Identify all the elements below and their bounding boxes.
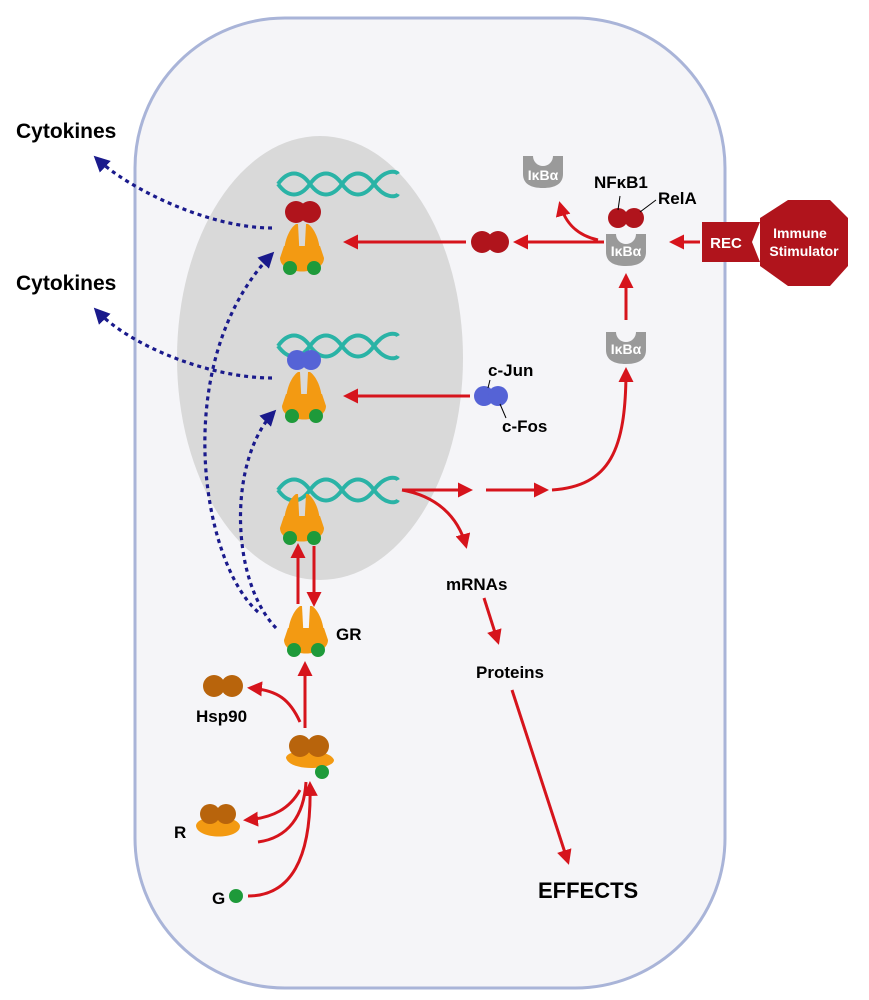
proteins-label: Proteins <box>476 663 544 682</box>
svg-text:IκBα: IκBα <box>528 167 559 183</box>
ap1-c-jun-c-fos <box>474 386 508 406</box>
mrna-arrow <box>401 488 471 549</box>
g-label: G <box>212 889 225 908</box>
gr-to-ap1-transrepression-arrow <box>238 409 278 630</box>
effects-arrow <box>510 689 572 865</box>
rela-label: RelA <box>658 189 697 208</box>
free-nfkb <box>471 231 509 253</box>
hsp90-label: Hsp90 <box>196 707 247 726</box>
gr-nfkb-complex <box>280 201 324 275</box>
gr-ap1-complex <box>282 350 326 423</box>
gr-label: GR <box>336 625 362 644</box>
svg-text:REC: REC <box>710 235 742 252</box>
hsp90-release-arrow <box>247 681 302 723</box>
ligand-binding-arrow <box>247 781 318 898</box>
gr-to-nfkb-transrepression-arrow <box>203 251 275 614</box>
nfkb1-label: NFκB1 <box>594 173 648 192</box>
r-receptor-complex <box>196 804 240 837</box>
receptor-rec: REC <box>702 222 760 262</box>
cytokines-top-label: Cytokines <box>16 120 116 143</box>
cytokines-mid-label: Cytokines <box>16 272 116 295</box>
free-hsp90 <box>203 675 243 697</box>
mrnas-label: mRNAs <box>446 575 507 594</box>
svg-text:IκBα: IκBα <box>611 243 642 259</box>
effects-label: EFFECTS <box>538 878 638 903</box>
svg-text:Stimulator: Stimulator <box>769 243 839 259</box>
r-association-arrow <box>243 789 302 827</box>
c-fos-label: c-Fos <box>502 417 547 436</box>
hsp90-receptor-complex <box>286 735 334 779</box>
svg-text:Immune: Immune <box>773 225 827 241</box>
ikba-release-arrow <box>555 201 599 242</box>
svg-text:IκBα: IκBα <box>611 341 642 357</box>
nfkb-ikba-complex: IκBα <box>606 208 646 266</box>
r-label: R <box>174 823 186 842</box>
free-ikba-lower: IκBα <box>606 332 646 364</box>
free-ligand-g <box>229 889 243 903</box>
immune-stimulator: Immune Stimulator <box>760 200 848 286</box>
protein-translation-arrow <box>482 597 502 645</box>
c-jun-label: c-Jun <box>488 361 533 380</box>
free-ikba-top: IκBα <box>523 156 563 188</box>
ikba-synthesis-arrow <box>551 367 634 492</box>
